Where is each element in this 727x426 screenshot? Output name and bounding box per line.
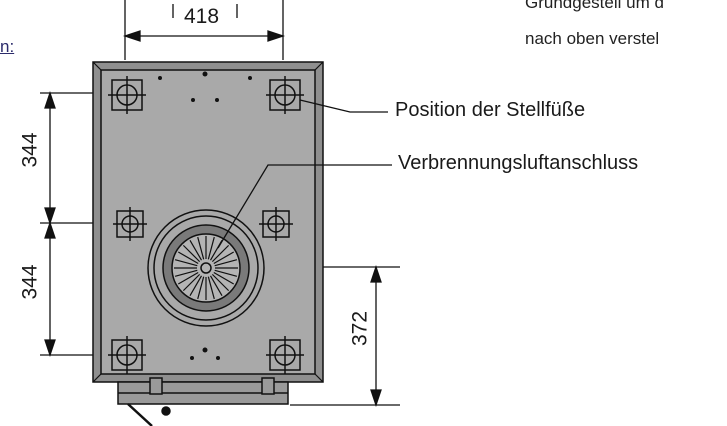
arrowhead bbox=[44, 220, 56, 239]
grille-spoke bbox=[174, 259, 198, 267]
arrowhead bbox=[44, 90, 56, 109]
grille-spoke bbox=[189, 275, 203, 297]
link-fragment[interactable]: n: bbox=[0, 37, 15, 56]
combustion-air-connector bbox=[147, 209, 265, 327]
grille-spoke bbox=[197, 276, 205, 300]
connector-center bbox=[200, 262, 212, 274]
grille-spoke bbox=[189, 239, 203, 261]
foot-bracket-mid-right bbox=[259, 207, 293, 241]
dim-label-lower: 344 bbox=[18, 264, 42, 300]
grille-spoke bbox=[211, 273, 230, 292]
leader-lines bbox=[217, 99, 392, 249]
connector-ring bbox=[153, 215, 259, 321]
leader-combustion-air bbox=[217, 164, 392, 249]
label-combustion-air: Verbrennungsluftanschluss bbox=[398, 152, 639, 174]
grille-spoke bbox=[209, 275, 223, 297]
note-line-1: Grundgestell um d bbox=[525, 0, 664, 12]
arrowhead bbox=[267, 30, 286, 42]
arrowhead bbox=[44, 207, 56, 226]
arrowhead bbox=[370, 389, 382, 408]
dimension-lines bbox=[40, 0, 400, 408]
grille-spoke bbox=[174, 269, 198, 277]
arrowhead bbox=[44, 339, 56, 358]
foot-bracket-bottom-right bbox=[266, 336, 304, 374]
foot-bracket-top-right bbox=[266, 76, 304, 114]
label-feet-position: Position der Stellfüße bbox=[395, 99, 586, 121]
leader-feet bbox=[299, 99, 388, 113]
foot-bracket-bottom-left bbox=[108, 336, 146, 374]
arrowhead bbox=[370, 264, 382, 283]
arrowhead bbox=[122, 30, 141, 42]
grille-spoke bbox=[197, 236, 205, 260]
foot-bracket-top-left bbox=[108, 76, 146, 114]
grille-spoke bbox=[182, 244, 201, 263]
corner-bevels bbox=[92, 61, 324, 383]
foot-brackets bbox=[108, 76, 304, 374]
note-line-2: nach oben verstel bbox=[525, 29, 660, 48]
dim-label-upper: 344 bbox=[18, 132, 42, 168]
grille-spoke bbox=[214, 269, 238, 277]
grille-spoke bbox=[211, 244, 230, 263]
grille-spoke bbox=[177, 251, 199, 265]
grille-spoke bbox=[207, 276, 215, 300]
grille-spoke bbox=[214, 259, 238, 267]
base-rail bbox=[117, 377, 289, 426]
grille-spoke bbox=[177, 271, 199, 285]
grille-spoke bbox=[213, 271, 235, 285]
grille-spoke bbox=[213, 251, 235, 265]
grille-spoke bbox=[182, 273, 201, 292]
stove-top-view bbox=[92, 61, 324, 426]
grille-spokes bbox=[174, 236, 238, 300]
grille-spoke bbox=[207, 236, 215, 260]
dim-label-right: 372 bbox=[348, 310, 372, 347]
foot-bracket-mid-left bbox=[113, 207, 147, 241]
dim-label-width: 418 bbox=[184, 5, 220, 28]
